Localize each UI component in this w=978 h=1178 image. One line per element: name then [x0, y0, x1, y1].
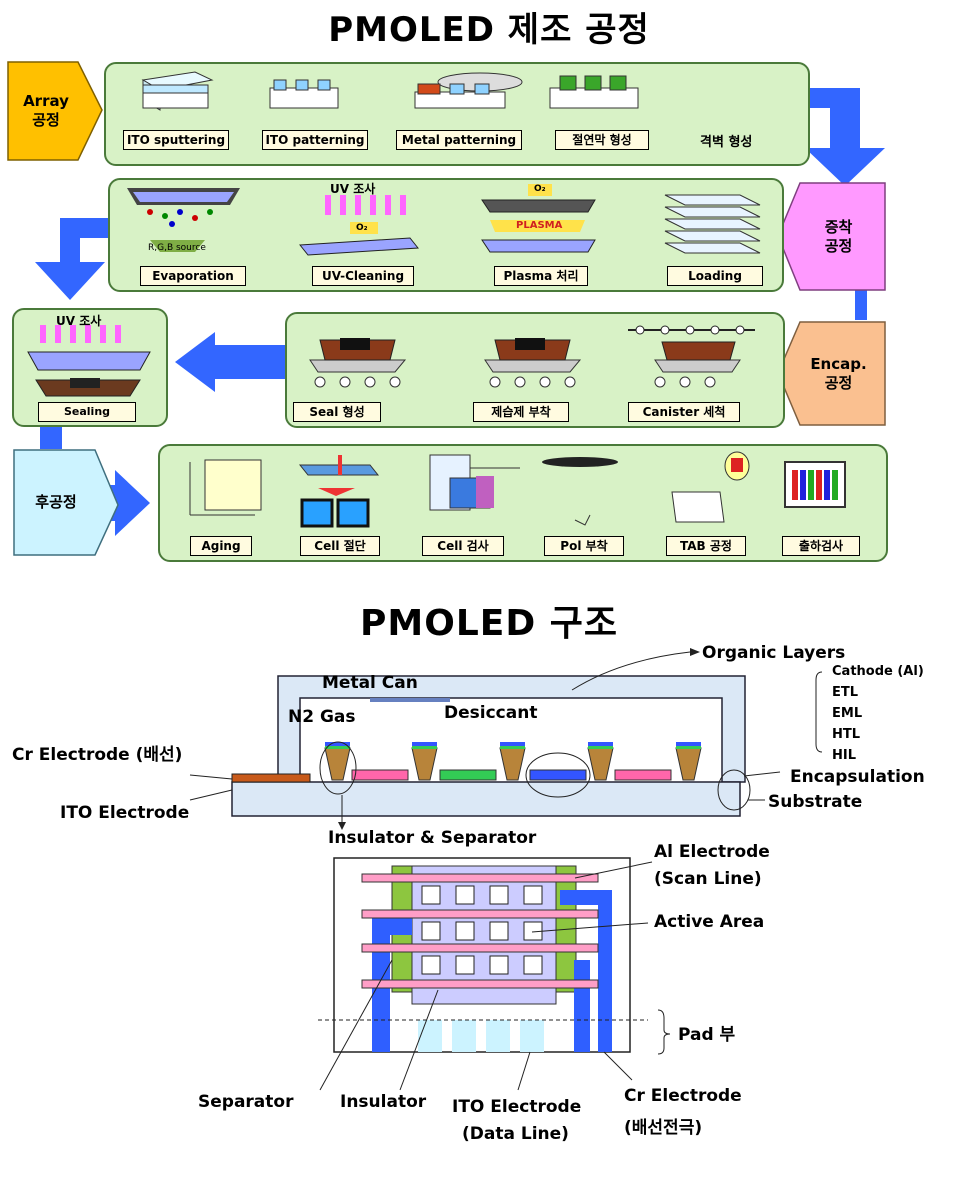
label-htl: HTL	[832, 727, 861, 742]
stage-deposition: 증착 공정	[824, 217, 853, 255]
o2-plate-note: O₂	[356, 223, 368, 233]
label-cathode: Cathode (Al)	[832, 664, 924, 679]
step-metal-patterning: Metal patterning	[396, 130, 522, 150]
label-pad: Pad 부	[678, 1025, 736, 1045]
step-canister-clean: Canister 세척	[628, 402, 740, 422]
label-desiccant: Desiccant	[444, 703, 538, 723]
o2-top-note: O₂	[534, 184, 546, 194]
label-n2-gas: N2 Gas	[288, 707, 356, 727]
label-eml: EML	[832, 706, 863, 721]
process-title: PMOLED 제조 공정	[328, 10, 650, 50]
step-cell-cut: Cell 절단	[300, 536, 380, 556]
stage-encap: Encap. 공정	[810, 354, 867, 392]
stage-array: Array 공정	[23, 92, 69, 129]
step-loading: Loading	[667, 266, 763, 286]
label-insulator-separator: Insulator & Separator	[328, 828, 537, 848]
plasma-note: PLASMA	[516, 220, 563, 231]
step-seal-formation: Seal 형성	[293, 402, 381, 422]
post-panel	[158, 444, 888, 562]
step-sealing: Sealing	[38, 402, 136, 422]
step-uv-cleaning: UV-Cleaning	[312, 266, 414, 286]
label-active-area: Active Area	[654, 912, 765, 932]
step-aging: Aging	[190, 536, 252, 556]
step-tab: TAB 공정	[666, 536, 746, 556]
label-al-electrode: Al Electrode	[654, 842, 770, 862]
label-ito-electrode: ITO Electrode	[60, 803, 190, 823]
label-scan-line: (Scan Line)	[654, 869, 762, 889]
step-plasma: Plasma 처리	[494, 266, 588, 286]
step-separator-formation: 격벽 형성	[700, 135, 753, 150]
step-shipping-inspect: 출하검사	[782, 536, 860, 556]
uv-note: UV 조사	[330, 182, 376, 196]
label-encapsulation: Encapsulation	[790, 767, 925, 787]
step-desiccant-attach: 제습제 부착	[473, 402, 569, 422]
label-cr-bottom: Cr Electrode	[624, 1086, 742, 1106]
step-pol-attach: Pol 부착	[544, 536, 624, 556]
label-substrate: Substrate	[768, 792, 863, 812]
source-note: R,G,B source	[148, 243, 206, 253]
step-ito-patterning: ITO patterning	[262, 130, 368, 150]
label-insulator: Insulator	[340, 1092, 427, 1112]
label-hil: HIL	[832, 748, 857, 763]
step-ito-sputtering: ITO sputtering	[123, 130, 229, 150]
label-ito-data: ITO Electrode	[452, 1097, 582, 1117]
label-etl: ETL	[832, 685, 859, 700]
step-cell-inspect: Cell 검사	[422, 536, 504, 556]
label-metal-can: Metal Can	[322, 673, 418, 693]
step-insulator-formation: 절연막 형성	[555, 130, 649, 150]
label-data-line: (Data Line)	[462, 1124, 569, 1144]
structure-title: PMOLED 구조	[360, 603, 618, 644]
stage-post: 후공정	[35, 493, 77, 512]
step-evaporation: Evaporation	[140, 266, 246, 286]
label-organic-layers: Organic Layers	[702, 643, 846, 663]
label-separator: Separator	[198, 1092, 294, 1112]
label-cr-electrode: Cr Electrode (배선)	[12, 745, 183, 765]
label-cr-bottom2: (배선전극)	[624, 1118, 703, 1138]
sealing-uv-note: UV 조사	[56, 314, 102, 328]
